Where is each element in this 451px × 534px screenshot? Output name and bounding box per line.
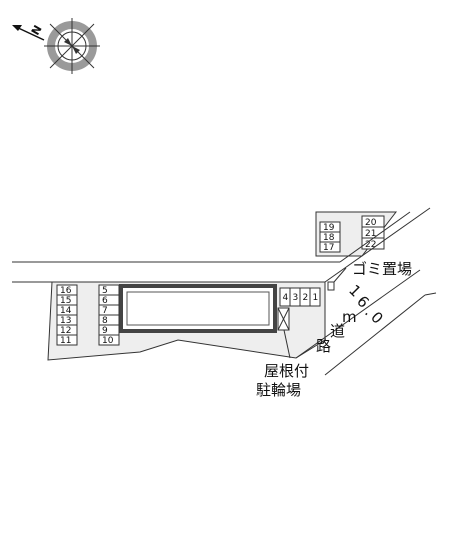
bicycle-parking-label-line2: 駐輪場 (256, 381, 301, 399)
parking-space-number: 19 (323, 223, 335, 233)
compass-rose-icon (44, 18, 100, 74)
parking-space-number: 16 (60, 286, 72, 296)
parking-space (56, 334, 78, 346)
parking-space-number: 14 (60, 306, 72, 316)
parking-space-number: 4 (283, 293, 289, 303)
parking-space-number: 13 (60, 316, 71, 326)
parking-space-number: 7 (102, 306, 108, 316)
garbage-area-label: ゴミ置場 (352, 260, 412, 278)
compass: N (12, 18, 100, 74)
road-label-char: 道 (330, 322, 345, 340)
parking-space-number: 8 (102, 316, 108, 326)
parking-space-number: 15 (60, 296, 71, 306)
parking-space-number: 5 (102, 286, 108, 296)
parking-space-number: 17 (323, 243, 334, 253)
parking-space-number: 6 (102, 296, 108, 306)
parking-space (319, 241, 341, 253)
apartment-building (119, 284, 277, 333)
bicycle-parking-area (277, 307, 290, 331)
bike-leader-line (283, 329, 291, 359)
parking-space-number: 3 (293, 293, 299, 303)
parking-space-number: 11 (60, 336, 71, 346)
parking-space (309, 287, 321, 307)
parking-space-number: 1 (313, 293, 319, 303)
parking-space-number: 10 (102, 336, 114, 346)
north-arrow-icon (12, 25, 45, 41)
north-label: N (29, 23, 45, 37)
parking-space (98, 334, 120, 346)
diagonal-road (295, 207, 437, 376)
parking-space-number: 9 (102, 326, 108, 336)
parking-space-number: 12 (60, 326, 71, 336)
upper-road (12, 261, 340, 283)
parking-space-number: 18 (323, 233, 335, 243)
parking-space-number: 21 (365, 229, 376, 239)
garbage-leader-line (333, 267, 347, 283)
road-label-char: 路 (316, 337, 331, 355)
road-label-char: m (342, 308, 357, 326)
garbage-area (327, 281, 335, 291)
parking-space-number: 20 (365, 218, 377, 228)
parking-space-number: 22 (365, 240, 376, 250)
bicycle-parking-label-line1: 屋根付 (264, 362, 309, 380)
parking-space-number: 2 (303, 293, 309, 303)
